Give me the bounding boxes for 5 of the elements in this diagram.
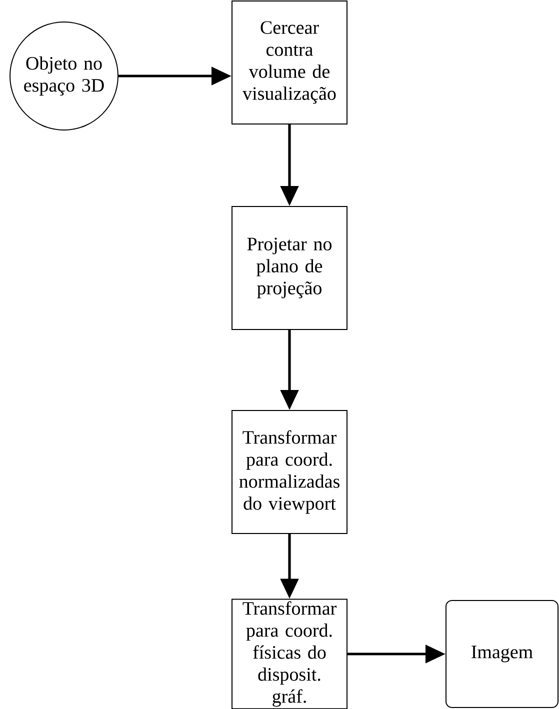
process-box: Projetar no plano de projeção (232, 206, 348, 330)
process-box: Cercear contra volume de visualização (232, 0, 348, 124)
process-box: Transformar para coord. físicas do disposit. gráf. (232, 598, 348, 709)
result-box: Imagem (446, 600, 558, 708)
process-box: Transformar para coord. normalizadas do viewport (232, 410, 348, 534)
